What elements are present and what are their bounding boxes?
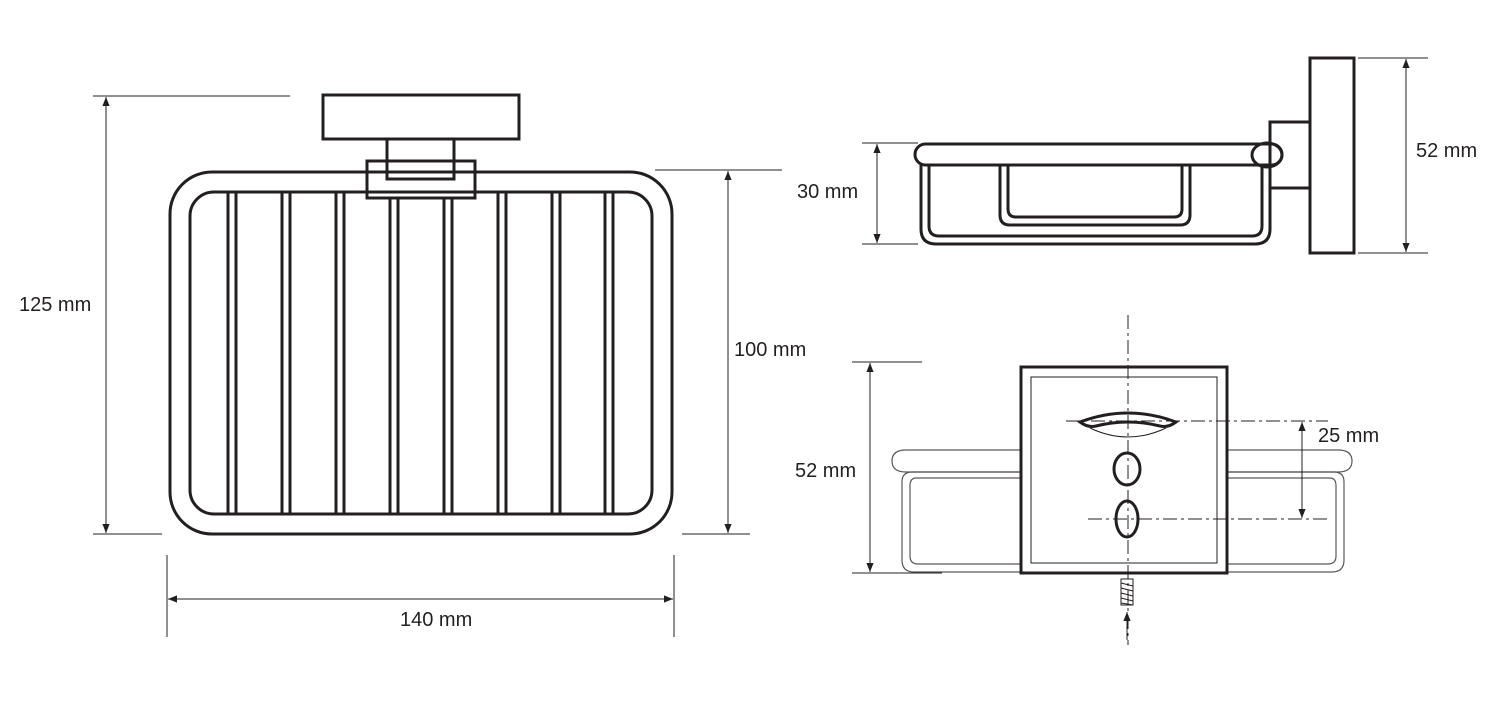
- dim-basket-height: 100 mm: [655, 169, 806, 535]
- dim-rear-hole-spacing: 25 mm: [1298, 422, 1379, 518]
- label-basket-height: 100 mm: [734, 339, 806, 361]
- basket-frame-outer: [168, 170, 674, 536]
- side-top-rail: [913, 142, 1284, 167]
- label-side-plate: 52 mm: [1416, 140, 1477, 162]
- label-rear-hole-spacing: 25 mm: [1318, 425, 1379, 447]
- side-neck: [1268, 120, 1312, 190]
- front-bracket: [365, 159, 477, 200]
- label-front-height: 125 mm: [19, 294, 91, 316]
- rear-middle-hole: [1112, 451, 1142, 487]
- side-basket-outer: [919, 165, 1272, 246]
- front-view: 125 mm 100 mm 140 mm: [19, 93, 806, 637]
- side-view: 30 mm 52 mm: [797, 56, 1477, 255]
- dim-side-plate: 52 mm: [1358, 57, 1477, 254]
- dim-front-height: 125 mm: [19, 95, 290, 535]
- dim-rear-height: 52 mm: [795, 361, 942, 574]
- basket-frame-inner: [188, 190, 654, 516]
- screw-icon: [1120, 578, 1134, 640]
- rear-rails: [891, 449, 1353, 573]
- rear-plate-inner: [1030, 376, 1218, 564]
- side-wall-plate: [1308, 56, 1356, 255]
- dim-front-width: 140 mm: [166, 555, 675, 637]
- basket-wires: [226, 192, 615, 514]
- front-neck: [385, 137, 456, 181]
- side-handle-outer: [998, 165, 1192, 227]
- side-basket-inner: [927, 165, 1264, 238]
- rear-plate-outer: [1019, 365, 1229, 575]
- front-wall-plate: [321, 93, 521, 141]
- rear-view: 52 mm 25 mm: [795, 315, 1379, 645]
- dim-side-depth: 30 mm: [797, 142, 918, 245]
- rear-top-hook: [1076, 411, 1180, 428]
- side-handle-inner: [1006, 165, 1184, 219]
- label-rear-height: 52 mm: [795, 460, 856, 482]
- label-side-depth: 30 mm: [797, 181, 858, 203]
- label-front-width: 140 mm: [400, 609, 472, 631]
